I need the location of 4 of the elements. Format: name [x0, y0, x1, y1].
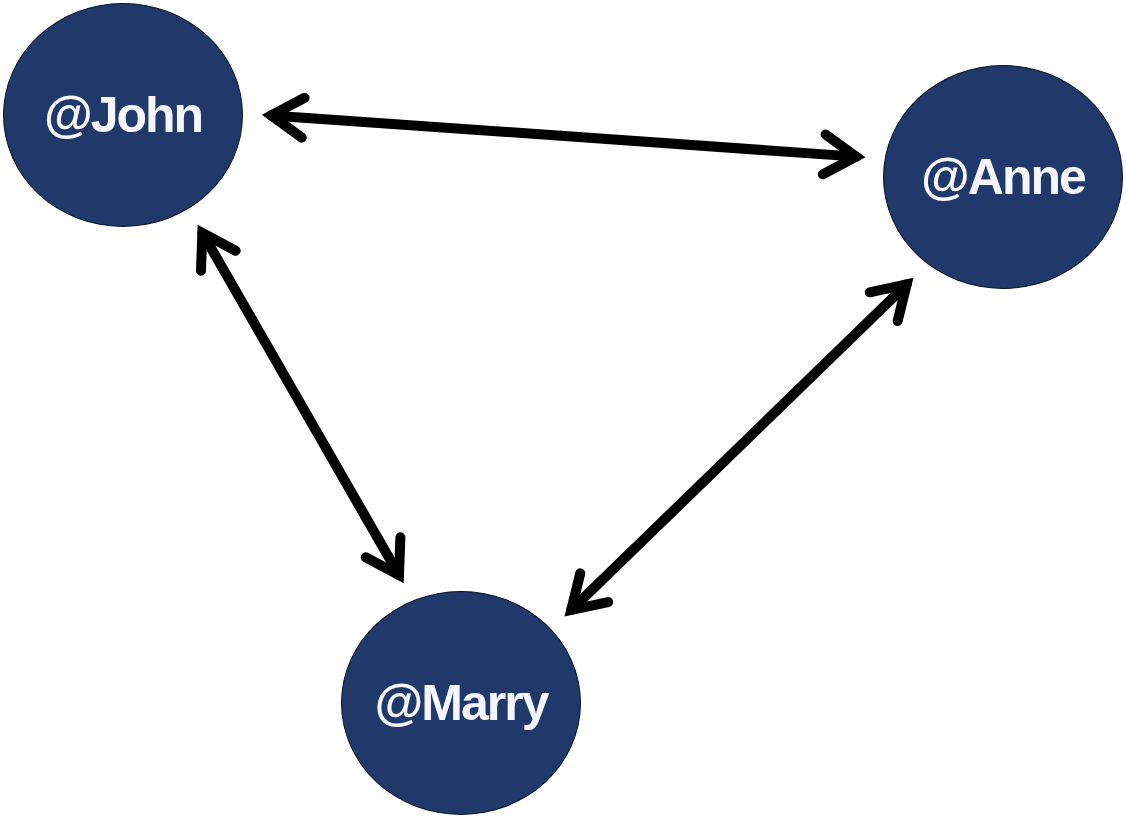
user-handle: @Anne — [921, 148, 1085, 206]
user-handle: @John — [43, 86, 203, 144]
user-handle: @Marry — [374, 674, 548, 732]
double-arrow — [566, 279, 912, 615]
